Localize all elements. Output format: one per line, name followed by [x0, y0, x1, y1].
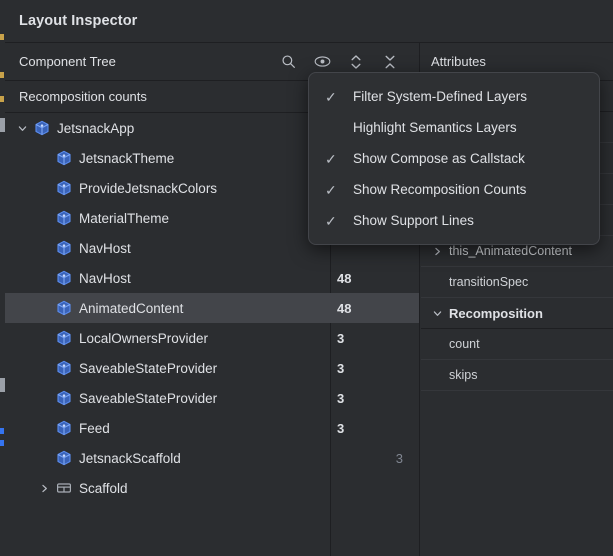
tree-row-label: JetsnackApp	[57, 121, 134, 136]
compose-node-icon	[55, 359, 73, 377]
compose-node-icon	[55, 239, 73, 257]
compose-node-icon	[55, 269, 73, 287]
tree-row[interactable]: SaveableStateProvider 3	[5, 353, 419, 383]
tree-row-label: AnimatedContent	[79, 301, 183, 316]
gutter-marker-4[interactable]	[0, 378, 5, 392]
attribute-group-row[interactable]: Recomposition	[421, 298, 613, 329]
attribute-name: skips	[449, 368, 477, 382]
compose-node-icon	[55, 179, 73, 197]
gutter-marker-0	[0, 34, 4, 40]
compose-node-icon	[55, 209, 73, 227]
recomposition-count: 3	[337, 331, 344, 346]
gutter-marker-6	[0, 440, 4, 446]
compose-node-icon	[55, 449, 73, 467]
compose-node-icon	[33, 119, 51, 137]
attribute-name: this_AnimatedContent	[449, 244, 572, 258]
recomposition-count: 3	[337, 421, 344, 436]
recomposition-count: 48	[337, 301, 351, 316]
page-title: Layout Inspector	[19, 13, 137, 29]
recomposition-count: 3	[337, 361, 344, 376]
tree-row[interactable]: SaveableStateProvider 3	[5, 383, 419, 413]
recomposition-counts-label: Recomposition counts	[19, 89, 343, 104]
menu-item-label: Show Support Lines	[353, 213, 474, 228]
collapse-all-icon[interactable]	[381, 53, 399, 71]
tree-row-label: NavHost	[79, 241, 131, 256]
check-icon: ✓	[325, 90, 343, 104]
tree-row-label: JetsnackScaffold	[79, 451, 181, 466]
menu-item[interactable]: ✓ Show Support Lines	[309, 205, 599, 236]
menu-item-label: Show Compose as Callstack	[353, 151, 525, 166]
menu-item-label: Show Recomposition Counts	[353, 182, 526, 197]
tree-row-label: SaveableStateProvider	[79, 391, 217, 406]
attribute-row[interactable]: transitionSpec	[421, 267, 613, 298]
gutter-marker-3[interactable]	[0, 118, 5, 132]
menu-item-label: Filter System-Defined Layers	[353, 89, 527, 104]
gutter-marker-5	[0, 428, 4, 434]
compose-node-icon	[55, 149, 73, 167]
attribute-name: transitionSpec	[449, 275, 528, 289]
tree-row-label: JetsnackTheme	[79, 151, 174, 166]
gutter-markers	[0, 0, 5, 556]
tree-row-label: SaveableStateProvider	[79, 361, 217, 376]
gutter-marker-1	[0, 72, 4, 78]
tree-row-label: Scaffold	[79, 481, 128, 496]
check-icon: ✓	[325, 152, 343, 166]
tree-row[interactable]: Feed 3	[5, 413, 419, 443]
check-icon: ✓	[325, 183, 343, 197]
eye-icon[interactable]	[313, 53, 331, 71]
compose-node-icon	[55, 299, 73, 317]
compose-node-icon	[55, 329, 73, 347]
attribute-row[interactable]: count	[421, 329, 613, 360]
view-options-menu[interactable]: ✓Filter System-Defined Layers✓Highlight …	[308, 72, 600, 245]
recomposition-count: 48	[337, 271, 351, 286]
attribute-name: Recomposition	[449, 306, 543, 321]
tree-row[interactable]: NavHost 48	[5, 263, 419, 293]
gutter-marker-2	[0, 96, 4, 102]
expand-all-icon[interactable]	[347, 53, 365, 71]
skip-count: 3	[396, 451, 403, 466]
tree-row-label: Feed	[79, 421, 110, 436]
attribute-name: count	[449, 337, 480, 351]
menu-item[interactable]: ✓ Filter System-Defined Layers	[309, 81, 599, 112]
compose-node-icon	[55, 389, 73, 407]
chevron-right-icon[interactable]	[429, 243, 445, 259]
compose-node-icon	[55, 419, 73, 437]
chevron-right-icon[interactable]	[37, 481, 51, 495]
tree-row-label: NavHost	[79, 271, 131, 286]
check-icon: ✓	[325, 214, 343, 228]
chevron-down-icon[interactable]	[15, 121, 29, 135]
recomposition-count: 3	[337, 391, 344, 406]
tree-row[interactable]: JetsnackScaffold 3	[5, 443, 419, 473]
menu-item-label: Highlight Semantics Layers	[353, 120, 517, 135]
menu-item[interactable]: ✓ Show Compose as Callstack	[309, 143, 599, 174]
attribute-row[interactable]: skips	[421, 360, 613, 391]
tree-row-label: LocalOwnersProvider	[79, 331, 208, 346]
component-tree-label: Component Tree	[19, 54, 279, 69]
tree-row[interactable]: LocalOwnersProvider 3	[5, 323, 419, 353]
tree-row[interactable]: Scaffold	[5, 473, 419, 503]
component-tree-toolbar	[279, 53, 413, 71]
menu-item[interactable]: ✓Highlight Semantics Layers	[309, 112, 599, 143]
view-node-icon	[55, 479, 73, 497]
menu-item[interactable]: ✓ Show Recomposition Counts	[309, 174, 599, 205]
chevron-down-icon[interactable]	[429, 305, 445, 321]
search-icon[interactable]	[279, 53, 297, 71]
tree-row[interactable]: AnimatedContent 48	[5, 293, 419, 323]
tree-row-label: ProvideJetsnackColors	[79, 181, 217, 196]
attributes-label: Attributes	[431, 54, 486, 69]
window-titlebar: Layout Inspector	[5, 0, 613, 43]
tree-row-label: MaterialTheme	[79, 211, 169, 226]
